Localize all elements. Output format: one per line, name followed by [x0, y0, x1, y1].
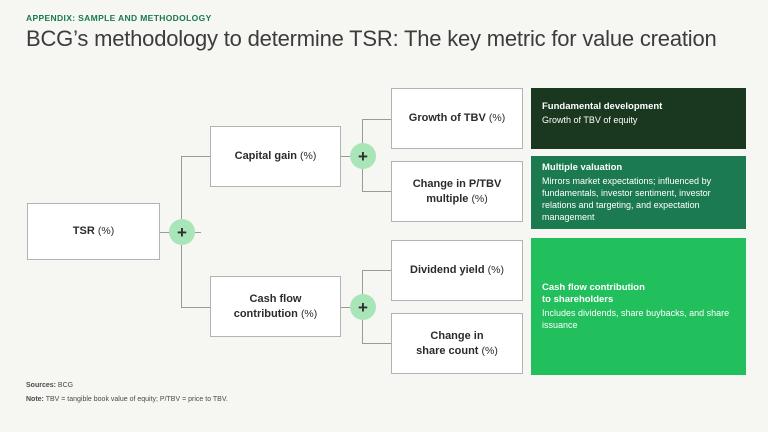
connector-capitalgain-trunk-lower — [362, 169, 363, 192]
panel-cash-flow-body: Includes dividends, share buybacks, and … — [542, 308, 730, 331]
node-growth-of-tbv[interactable]: Growth of TBV (%) — [391, 88, 523, 149]
connector-tsr-to-plus — [160, 232, 170, 233]
node-dividend-yield[interactable]: Dividend yield (%) — [391, 240, 523, 301]
panel-cash-flow-heading: Cash flow contribution to shareholders — [542, 281, 645, 305]
connector-to-change-ptbv — [362, 191, 392, 192]
connector-to-capital-gain — [181, 156, 211, 157]
page-title: BCG’s methodology to determine TSR: The … — [26, 26, 717, 51]
node-tsr-label: TSR — [72, 225, 95, 238]
node-cash-flow-unit: (%) — [300, 307, 318, 320]
panel-multiple-valuation-body: Mirrors market expectations; influenced … — [542, 175, 712, 223]
connector-capitalgain-to-plus — [341, 156, 351, 157]
footnote-sources: Sources: BCG — [26, 382, 73, 389]
node-cash-flow-contribution[interactable]: Cash flow contribution (%) — [210, 276, 341, 337]
node-tsr[interactable]: TSR (%) — [27, 203, 160, 260]
node-capital-gain[interactable]: Capital gain (%) — [210, 126, 341, 187]
node-capital-gain-unit: (%) — [300, 150, 317, 163]
footnote-note-value: TBV = tangible book value of equity; P/T… — [43, 396, 228, 403]
node-cash-flow-label: Cash flow contribution — [233, 292, 302, 320]
connector-root-trunk-lower — [181, 245, 182, 307]
operator-root-plus-icon: + — [169, 219, 195, 245]
connector-root-trunk-upper — [181, 156, 182, 219]
footnote-sources-value: BCG — [55, 382, 74, 389]
node-change-in-ptbv-unit: (%) — [471, 192, 488, 205]
footnote-note: Note: TBV = tangible book value of equit… — [26, 396, 228, 403]
node-change-in-ptbv-label: Change in P/TBV multiple — [412, 177, 502, 205]
node-share-count-unit: (%) — [481, 344, 498, 357]
panel-cash-flow-contribution: Cash flow contribution to shareholders I… — [531, 238, 746, 375]
node-capital-gain-label: Capital gain — [234, 150, 297, 163]
node-dividend-yield-unit: (%) — [487, 264, 504, 277]
connector-cashflow-trunk-lower — [362, 320, 363, 343]
panel-multiple-valuation: Multiple valuation Mirrors market expect… — [531, 156, 746, 229]
connector-cashflow-to-plus — [341, 307, 351, 308]
panel-fundamental-heading: Fundamental development — [542, 101, 663, 112]
panel-fundamental-body: Growth of TBV of equity — [542, 115, 638, 126]
node-growth-of-tbv-unit: (%) — [488, 112, 506, 125]
connector-to-dividend-yield — [362, 270, 392, 271]
node-dividend-yield-label: Dividend yield — [410, 264, 485, 277]
slide-eyebrow: APPENDIX: SAMPLE AND METHODOLOGY — [26, 13, 212, 23]
connector-plus-to-trunk — [195, 232, 201, 233]
connector-to-share-count — [362, 343, 392, 344]
node-growth-of-tbv-label: Growth of TBV — [408, 112, 486, 125]
node-change-in-ptbv-multiple[interactable]: Change in P/TBV multiple (%) — [391, 161, 523, 222]
connector-to-growth-tbv — [362, 119, 392, 120]
node-change-in-share-count[interactable]: Change in share count (%) — [391, 313, 523, 374]
connector-to-cash-flow — [181, 307, 211, 308]
node-tsr-unit: (%) — [97, 225, 115, 238]
footnote-note-label: Note: — [26, 396, 44, 403]
footnote-sources-label: Sources: — [26, 382, 56, 389]
panel-fundamental-development: Fundamental development Growth of TBV of… — [531, 88, 746, 149]
operator-cash-flow-plus-icon: + — [350, 294, 376, 320]
connector-capitalgain-trunk-upper — [362, 119, 363, 143]
connector-cashflow-trunk-upper — [362, 270, 363, 294]
panel-multiple-valuation-heading: Multiple valuation — [542, 161, 623, 173]
operator-capital-gain-plus-icon: + — [350, 143, 376, 169]
node-share-count-label: Change in share count — [416, 329, 484, 357]
